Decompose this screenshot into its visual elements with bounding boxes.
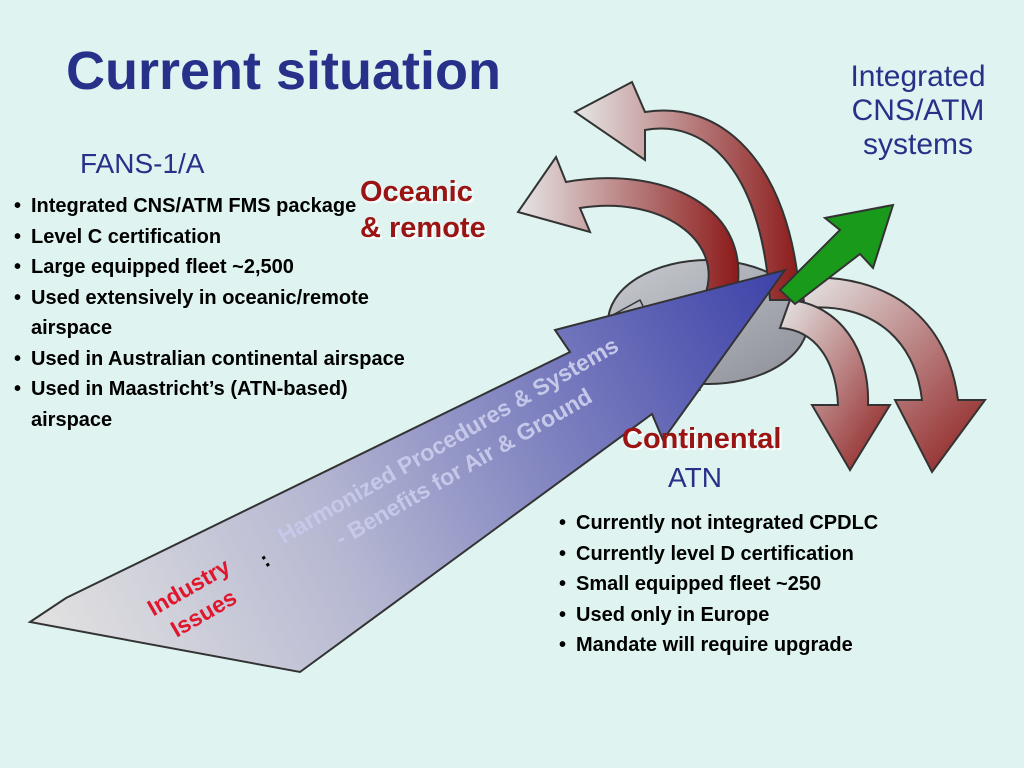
- oceanic-label-line1: Oceanic: [360, 176, 473, 208]
- harmonized-procedures-arrow: [27, 268, 788, 674]
- fans-bullet-list: Integrated CNS/ATM FMS package Level C c…: [14, 191, 409, 435]
- fans-bullet-item: Integrated CNS/ATM FMS package: [14, 191, 409, 222]
- fans-bullet-item: Used extensively in oceanic/remote airsp…: [14, 283, 409, 344]
- atn-bullet-item: Currently not integrated CPDLC: [559, 508, 1014, 539]
- continental-curved-arrow-left: [778, 298, 892, 472]
- integrated-systems-heading: Integrated CNS/ATM systems: [850, 60, 986, 161]
- fans-bullet-item: Used in Maastricht’s (ATN-based) airspac…: [14, 374, 409, 435]
- oceanic-curved-arrow-upper: [573, 80, 802, 301]
- oceanic-remote-label: Oceanic & remote: [360, 174, 486, 246]
- page-title: Current situation: [66, 41, 502, 101]
- oceanic-label-line2: & remote: [360, 212, 486, 244]
- atn-section-title: ATN: [668, 462, 722, 493]
- integration-arrow-icon: [778, 203, 895, 306]
- atn-bullet-item: Small equipped fleet ~250: [559, 569, 1014, 600]
- fans-bullet-item: Large equipped fleet ~2,500: [14, 252, 409, 283]
- atn-bullet-item: Used only in Europe: [559, 600, 1014, 631]
- atn-bullet-list: Currently not integrated CPDLC Currently…: [559, 508, 1014, 661]
- fans-bullet-item: Used in Australian continental airspace: [14, 344, 409, 375]
- continental-curved-arrow-right: [798, 276, 987, 474]
- atn-bullet-item: Mandate will require upgrade: [559, 630, 1014, 661]
- atn-bullet-item: Currently level D certification: [559, 539, 1014, 570]
- fans-bullet-item: Level C certification: [14, 222, 409, 253]
- fans-section-title: FANS-1/A: [80, 148, 205, 179]
- oceanic-curved-arrow-lower: [516, 154, 740, 302]
- continental-label: Continental: [622, 423, 782, 455]
